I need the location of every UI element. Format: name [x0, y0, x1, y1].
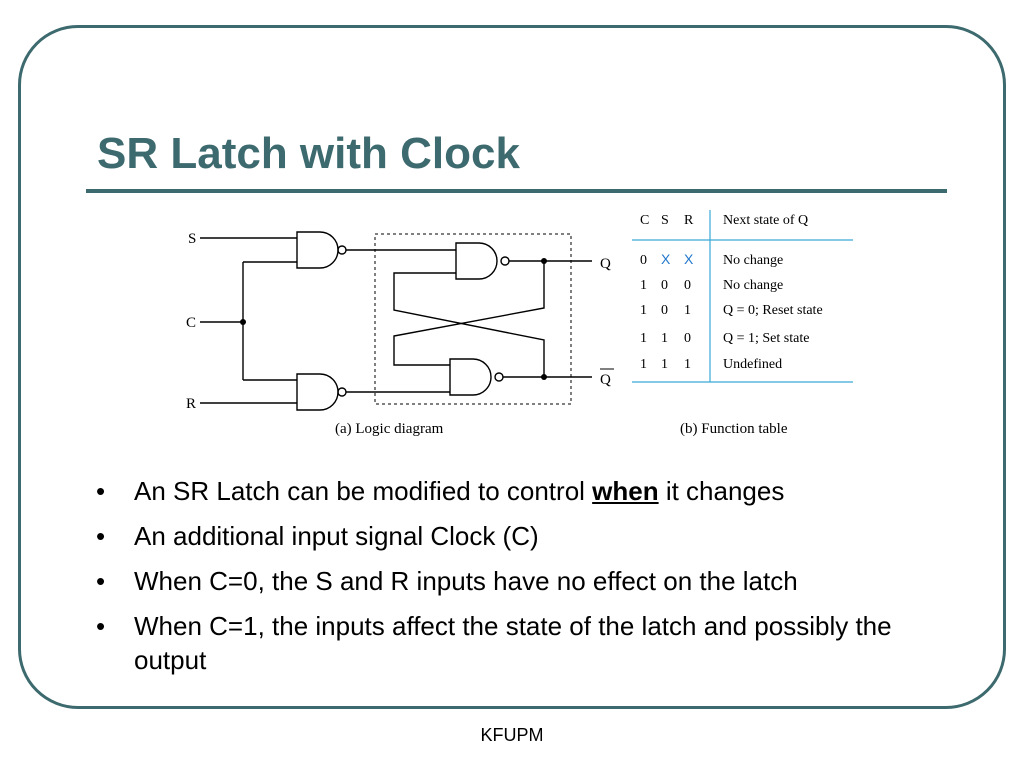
s-label: S — [188, 231, 196, 247]
q-label: Q — [600, 256, 611, 272]
sr-latch-diagram: S C R Q Q (a) Logic diagram (b) Function… — [186, 210, 853, 437]
table-row-5-c: 1 — [640, 357, 647, 372]
table-header-next: Next state of Q — [723, 213, 808, 228]
table-row-2-s: 0 — [661, 278, 668, 293]
c-label: C — [186, 315, 196, 331]
table-row-5-next: Undefined — [723, 357, 782, 372]
bullet-item: When C=1, the inputs affect the state of… — [96, 609, 956, 677]
title-underline — [86, 189, 947, 193]
table-row-3-c: 1 — [640, 303, 647, 318]
table-row-2-r: 0 — [684, 278, 691, 293]
table-header-r: R — [684, 213, 694, 228]
table-row-3-s: 0 — [661, 303, 668, 318]
latch-boundary — [374, 233, 572, 405]
function-table-caption: (b) Function table — [680, 421, 788, 437]
table-row-1-r: X — [684, 251, 694, 267]
q-bar-label: Q — [600, 372, 611, 388]
function-table: C S R Next state of Q 0 X X No change 1 … — [632, 210, 853, 383]
table-row-5-s: 1 — [661, 357, 668, 372]
bullet-item: An additional input signal Clock (C) — [96, 519, 956, 553]
table-row-1-s: X — [661, 251, 671, 267]
bullet-text: An additional input signal Clock (C) — [134, 521, 539, 551]
table-header-s: S — [661, 213, 669, 228]
slide-title: SR Latch with Clock — [97, 129, 520, 178]
table-header-c: C — [640, 213, 649, 228]
logic-diagram-caption: (a) Logic diagram — [335, 421, 444, 437]
table-row-4-next: Q = 1; Set state — [723, 331, 809, 346]
table-row-4-c: 1 — [640, 331, 647, 346]
table-row-4-s: 1 — [661, 331, 668, 346]
nand-gate-latch-top — [455, 242, 498, 280]
table-row-1-c: 0 — [640, 253, 647, 268]
table-row-2-next: No change — [723, 278, 783, 293]
bullet-item: When C=0, the S and R inputs have no eff… — [96, 564, 956, 598]
bullet-item: An SR Latch can be modified to control w… — [96, 474, 956, 508]
r-label: R — [186, 396, 196, 412]
table-row-3-r: 1 — [684, 303, 691, 318]
table-row-5-r: 1 — [684, 357, 691, 372]
emphasized-word: when — [592, 476, 659, 506]
footer-label: KFUPM — [480, 725, 544, 745]
bullet-text: When C=1, the inputs affect the state of… — [134, 611, 892, 675]
table-row-1-next: No change — [723, 253, 783, 268]
bullet-text: When C=0, the S and R inputs have no eff… — [134, 566, 798, 596]
bullet-text: it changes — [658, 476, 785, 506]
nand-gate-top — [296, 231, 339, 269]
bullet-list: An SR Latch can be modified to control w… — [96, 474, 956, 688]
bullet-text: An SR Latch can be modified to control — [134, 476, 593, 506]
nand-gate-bottom — [296, 373, 339, 411]
table-row-3-next: Q = 0; Reset state — [723, 303, 823, 318]
table-row-4-r: 0 — [684, 331, 691, 346]
table-row-2-c: 1 — [640, 278, 647, 293]
slide-frame — [18, 25, 1006, 709]
nand-gate-latch-bottom — [449, 358, 492, 396]
